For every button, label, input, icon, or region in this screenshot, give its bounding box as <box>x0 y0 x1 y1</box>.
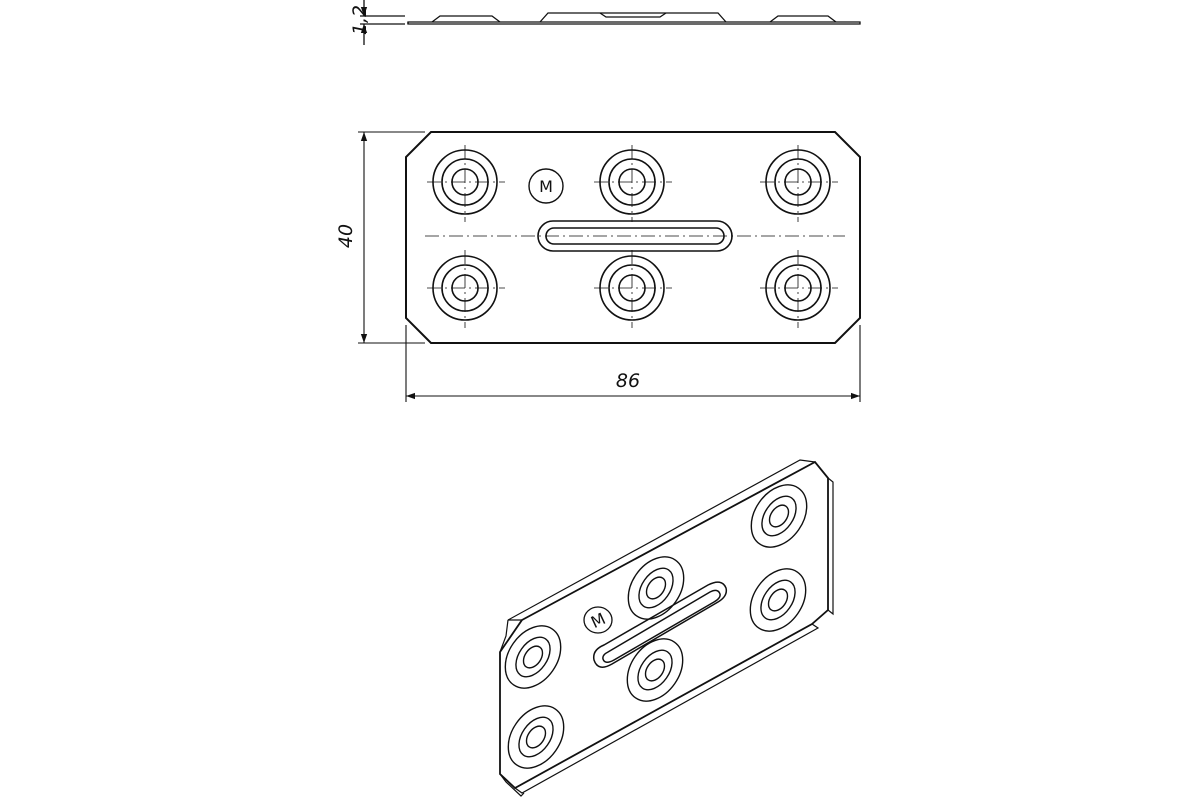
side-view <box>360 0 861 45</box>
hole-bottom-right <box>765 255 831 321</box>
width-dimension <box>405 325 861 402</box>
iso-logo-emboss <box>583 606 613 634</box>
iso-hole-2 <box>627 556 685 620</box>
iso-hole-6 <box>507 705 565 769</box>
hole-bottom-center <box>599 255 665 321</box>
top-view <box>405 131 861 344</box>
hole-top-left <box>432 149 498 215</box>
center-slot <box>537 220 733 252</box>
center-lines <box>425 145 845 328</box>
iso-center-slot <box>592 581 728 668</box>
height-dimension-label: 40 <box>335 224 357 248</box>
iso-logo-letter: M <box>588 609 609 632</box>
logo-letter: M <box>539 177 553 196</box>
isometric-view <box>499 459 834 797</box>
thickness-dimension-label: 1,2 <box>349 5 371 35</box>
logo-emboss <box>528 168 564 204</box>
iso-hole-4 <box>504 625 562 689</box>
iso-plate-outline <box>499 460 829 790</box>
plate-outline <box>405 131 861 344</box>
iso-hole-5 <box>626 638 684 702</box>
height-dimension <box>358 131 425 344</box>
hole-bottom-left <box>432 255 498 321</box>
hole-top-right <box>765 149 831 215</box>
iso-hole-1 <box>750 484 808 548</box>
iso-hole-3 <box>749 568 807 632</box>
hole-top-center <box>599 149 665 215</box>
width-dimension-label: 86 <box>616 370 640 392</box>
